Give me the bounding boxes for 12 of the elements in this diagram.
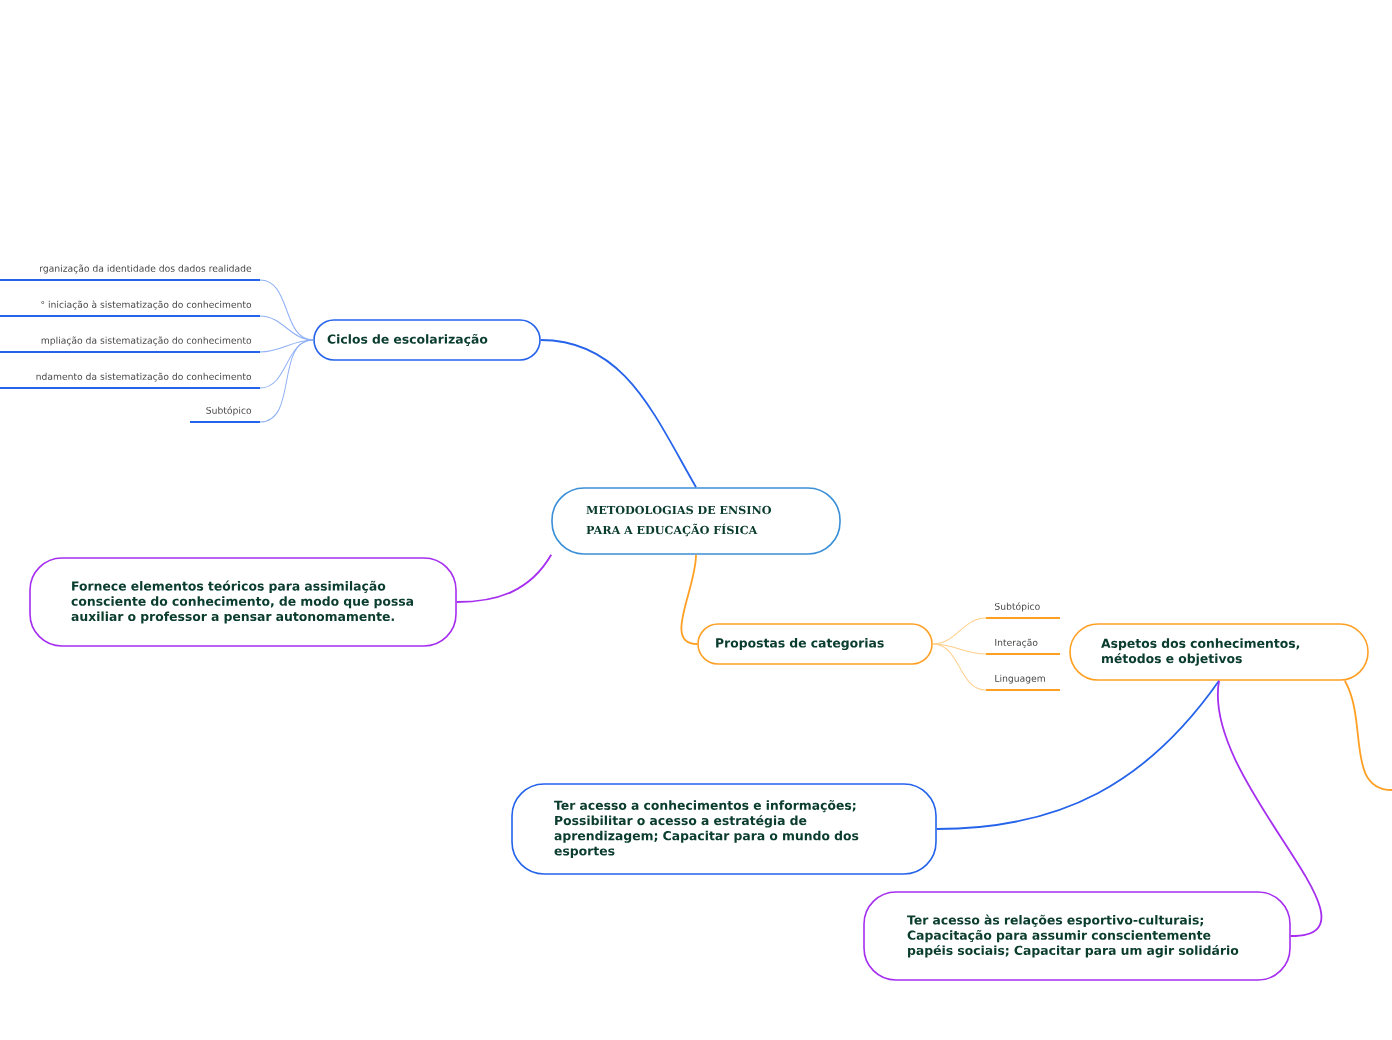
connector-line: [935, 679, 1220, 830]
connector-line: [259, 315, 314, 341]
connector-line: [932, 643, 987, 655]
connector-line: [932, 617, 987, 645]
connector-line: [455, 553, 553, 603]
connector-line: [259, 339, 314, 423]
connector-line: [1217, 679, 1322, 937]
connector-line: [1343, 679, 1392, 791]
connector-line: [932, 643, 987, 691]
connector-line: [259, 279, 314, 341]
connector-line: [259, 339, 314, 389]
connector-line: [539, 339, 697, 489]
